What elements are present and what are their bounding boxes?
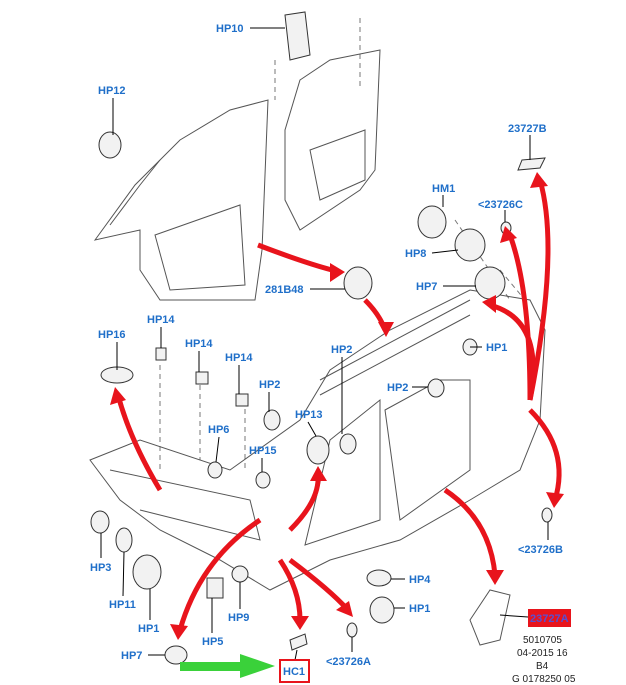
part-hp13 (306, 435, 330, 465)
label-hp13[interactable]: HP13 (295, 409, 323, 421)
part-hc1 (289, 633, 308, 651)
part-23727b (517, 157, 546, 171)
arrowheads (110, 172, 564, 640)
part-hp12 (98, 131, 122, 159)
label-23726b[interactable]: <23726B (518, 544, 563, 556)
part-hp11 (115, 527, 133, 553)
label-hp14-b[interactable]: HP14 (185, 338, 213, 350)
label-hp1-a[interactable]: HP1 (486, 342, 507, 354)
label-hp7-top[interactable]: HP7 (416, 281, 437, 293)
part-hp6 (207, 461, 223, 479)
label-hp5[interactable]: HP5 (202, 636, 223, 648)
label-hp12[interactable]: HP12 (98, 85, 126, 97)
label-hp8[interactable]: HP8 (405, 248, 426, 260)
part-hp15 (255, 471, 271, 489)
part-23726a (346, 622, 358, 638)
part-hp3 (90, 510, 110, 534)
part-hp7-bottom (164, 645, 188, 665)
green-arrow (180, 654, 275, 678)
part-hp2-a (339, 433, 357, 455)
label-hp7-bottom[interactable]: HP7 (121, 650, 142, 662)
label-hp10[interactable]: HP10 (216, 23, 244, 35)
label-hp16[interactable]: HP16 (98, 329, 126, 341)
label-hp2-b[interactable]: HP2 (387, 382, 408, 394)
part-hp2-b (427, 378, 445, 398)
part-hp10 (284, 11, 311, 61)
label-hc1[interactable]: HC1 (283, 666, 305, 678)
label-hp2-a[interactable]: HP2 (331, 344, 352, 356)
part-hp8 (454, 228, 486, 262)
label-281b48[interactable]: 281B48 (265, 284, 304, 296)
label-23727b[interactable]: 23727B (508, 123, 547, 135)
part-hp14-c (235, 393, 249, 407)
part-hp7-top (474, 266, 506, 300)
callout-labels: HP10 HP12 23727B HM1 <23726C HP8 281B48 … (90, 23, 569, 678)
footer-line3: B4 (536, 661, 549, 672)
label-hp4[interactable]: HP4 (409, 574, 431, 586)
label-hm1[interactable]: HM1 (432, 183, 455, 195)
label-23726a[interactable]: <23726A (326, 656, 371, 668)
label-hp2-c[interactable]: HP2 (259, 379, 280, 391)
label-hp14-c[interactable]: HP14 (225, 352, 253, 364)
label-hp1-b[interactable]: HP1 (138, 623, 159, 635)
rear-door-drawing (284, 49, 381, 231)
label-hp15[interactable]: HP15 (249, 445, 277, 457)
label-hp14-a[interactable]: HP14 (147, 314, 175, 326)
hc1-highlight-box (279, 659, 310, 683)
part-hp14-a (155, 347, 167, 361)
drawing-footer: 5010705 04-2015 16 B4 G 0178250 05 (512, 635, 576, 685)
label-hp3[interactable]: HP3 (90, 562, 111, 574)
part-hm1 (417, 205, 447, 239)
part-hp5 (206, 577, 224, 599)
label-23727a[interactable]: 23727A (530, 613, 569, 625)
part-hp9 (231, 565, 249, 583)
part-hp1-b (132, 554, 162, 590)
part-hp2-c (263, 409, 281, 431)
parts (90, 11, 553, 665)
front-door-drawing (93, 99, 269, 301)
label-23726c[interactable]: <23726C (478, 199, 523, 211)
part-hp1-c (369, 596, 395, 624)
part-hp14-b (195, 371, 209, 385)
label-hp9[interactable]: HP9 (228, 612, 249, 624)
footer-line2: 04-2015 16 (517, 648, 568, 659)
label-hp1-c[interactable]: HP1 (409, 603, 430, 615)
label-hp6[interactable]: HP6 (208, 424, 229, 436)
part-281b48 (343, 266, 373, 300)
label-hp11[interactable]: HP11 (109, 599, 136, 611)
footer-line1: 5010705 (523, 635, 562, 646)
part-hp4 (366, 569, 392, 587)
23727a-highlight-box (528, 609, 571, 627)
red-arrows (110, 172, 564, 640)
part-23726b (541, 507, 553, 523)
footer-line4: G 0178250 05 (512, 674, 576, 685)
leader-lines (100, 27, 549, 661)
